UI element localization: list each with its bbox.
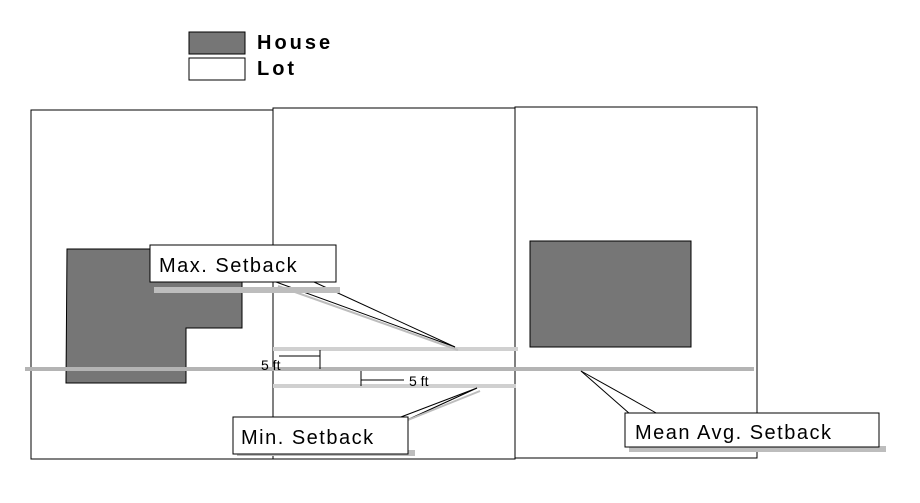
lower-offset-label: 5 ft	[409, 373, 429, 389]
callout-max-setback-label: Max. Setback	[159, 255, 298, 277]
dimension-markers: 5 ft 5 ft	[261, 350, 429, 389]
lot-middle	[272, 107, 516, 460]
callout-min-setback-label: Min. Setback	[241, 427, 375, 449]
legend-swatch-house	[188, 31, 246, 55]
callout-min-setback: Min. Setback	[232, 416, 415, 456]
legend-label-house: House	[257, 32, 333, 54]
setback-lines	[25, 347, 754, 388]
callout-mean-avg-setback-label: Mean Avg. Setback	[635, 422, 832, 444]
callout-mean-avg-setback: Mean Avg. Setback	[624, 412, 886, 452]
upper-offset-label: 5 ft	[261, 357, 281, 373]
legend-label-lot: Lot	[257, 58, 297, 80]
callout-max-setback: Max. Setback	[149, 244, 340, 293]
legend-swatch-lot	[188, 57, 246, 81]
house-right	[529, 240, 692, 348]
legend: House Lot	[188, 31, 333, 81]
